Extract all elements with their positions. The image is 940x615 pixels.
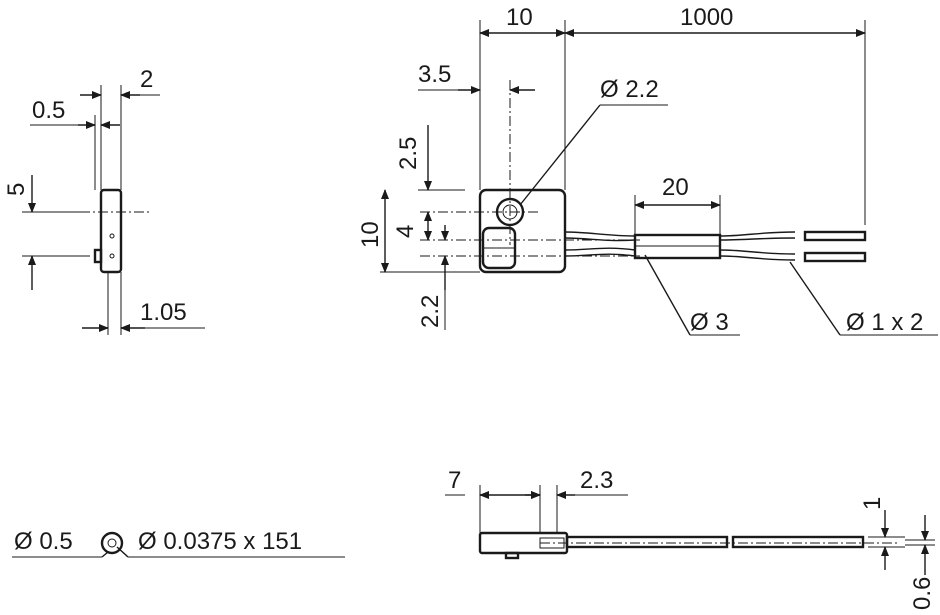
dim-front-2-5: 2.5 [395, 137, 422, 170]
front-view: 10 1000 3.5 Ø 2.2 2.5 10 4 2.2 [357, 4, 938, 336]
dim-front-dia-3: Ø 3 [690, 309, 729, 336]
dim-side-0-5: 0.5 [32, 97, 65, 124]
side-view: 2 0.5 5 1.05 [3, 66, 205, 335]
fiber-outer-circle [100, 531, 124, 555]
dim-front-2-2: 2.2 [417, 295, 444, 328]
dim-side-1-05: 1.05 [140, 299, 187, 326]
dim-front-4: 4 [392, 225, 419, 238]
side-view-tab [93, 248, 103, 264]
dim-side-5: 5 [3, 183, 30, 196]
dim-bottom-1: 1 [859, 497, 886, 510]
bottom-view-fiber-b [731, 535, 865, 549]
dim-front-20: 20 [662, 174, 689, 201]
dim-front-1000: 1000 [680, 4, 733, 31]
dim-front-10-side: 10 [357, 221, 384, 248]
dim-front-dia-1x2: Ø 1 x 2 [846, 309, 923, 336]
side-view-body [99, 188, 123, 274]
dim-fiber-dia-0-5: Ø 0.5 [14, 528, 73, 555]
dim-side-2: 2 [140, 66, 153, 93]
dim-bottom-0-6: 0.6 [909, 577, 936, 610]
dim-fiber-dia-0-0375: Ø 0.0375 x 151 [138, 528, 302, 555]
bottom-view: 7 2.3 1 0.6 [445, 467, 936, 610]
sensor-body [478, 188, 567, 274]
dim-bottom-2-3: 2.3 [580, 467, 613, 494]
bottom-view-tab [504, 551, 520, 560]
dim-front-3-5: 3.5 [418, 61, 451, 88]
side-view-hole-top [109, 233, 115, 239]
fiber-end-upper [803, 230, 867, 242]
dim-front-dia-2-2: Ø 2.2 [600, 76, 659, 103]
dim-bottom-7: 7 [448, 467, 461, 494]
side-view-hole-bottom [109, 253, 115, 259]
fiber-end-lower [803, 251, 867, 263]
fiber-cross-section: Ø 0.5 Ø 0.0375 x 151 [12, 528, 345, 558]
bottom-view-fiber-a [565, 535, 729, 549]
fiber-inner-circle [107, 538, 117, 548]
dim-front-10-top: 10 [506, 4, 533, 31]
